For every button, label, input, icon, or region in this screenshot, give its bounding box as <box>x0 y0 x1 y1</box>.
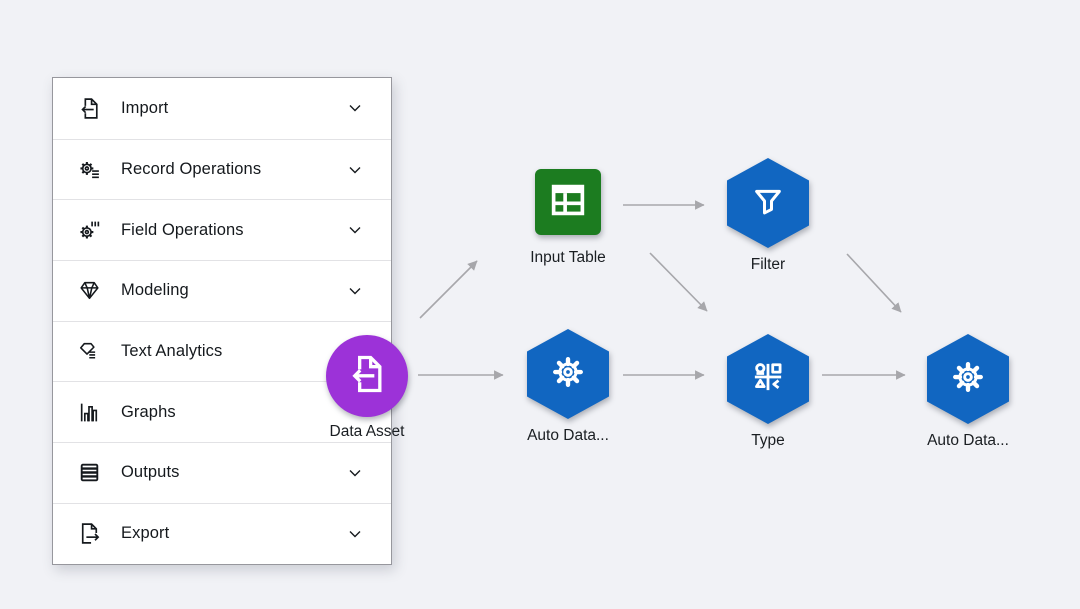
flow-node-filter[interactable]: Filter <box>698 158 838 274</box>
text-analytics-icon <box>77 339 102 364</box>
chevron-down-icon <box>347 222 363 238</box>
chevron-down-icon <box>347 465 363 481</box>
gear-icon <box>947 356 989 403</box>
type-shape <box>727 334 809 424</box>
graphs-icon <box>77 400 102 425</box>
palette-item-graphs[interactable]: Graphs <box>53 381 391 442</box>
type-measurement-icon <box>747 356 789 403</box>
palette-item-label: Field Operations <box>121 220 244 239</box>
palette-item-label: Export <box>121 524 170 543</box>
node-label: Auto Data... <box>527 427 609 444</box>
gear-icon <box>547 351 589 398</box>
filter-shape <box>727 158 809 248</box>
flow-node-auto-data-prep-1[interactable]: Auto Data... <box>498 329 638 445</box>
palette-item-modeling[interactable]: Modeling <box>53 260 391 321</box>
node-label: Data Asset <box>329 423 405 440</box>
modeling-icon <box>77 278 102 303</box>
node-label: Filter <box>750 256 786 273</box>
flow-node-type[interactable]: Type <box>698 334 838 450</box>
outputs-icon <box>77 460 102 485</box>
palette-item-label: Import <box>121 98 169 117</box>
node-label: Type <box>751 432 785 449</box>
palette-item-text-analytics[interactable]: Text Analytics <box>53 320 391 382</box>
document-import-icon <box>77 96 102 121</box>
flow-node-data-asset[interactable]: Data Asset <box>297 335 437 441</box>
data-asset-shape <box>326 335 408 417</box>
input-table-shape <box>535 169 601 235</box>
palette-item-export[interactable]: Export <box>53 502 391 564</box>
palette-item-record-operations[interactable]: Record Operations <box>53 138 391 200</box>
auto-data-shape <box>527 329 609 419</box>
palette-item-label: Graphs <box>121 402 176 421</box>
palette-item-label: Outputs <box>121 463 180 482</box>
document-import-icon <box>345 352 389 401</box>
chevron-down-icon <box>347 283 363 299</box>
auto-data-shape <box>927 334 1009 424</box>
flow-node-input-table[interactable]: Input Table <box>498 169 638 267</box>
field-operations-icon <box>77 218 102 243</box>
palette-item-label: Text Analytics <box>121 342 223 361</box>
node-palette: Import Record Operations <box>52 77 392 565</box>
palette-item-field-operations[interactable]: Field Operations <box>53 199 391 260</box>
palette-item-import[interactable]: Import <box>53 78 391 139</box>
node-label: Input Table <box>530 249 606 266</box>
flow-node-auto-data-prep-2[interactable]: Auto Data... <box>898 334 1038 450</box>
node-label: Auto Data... <box>927 432 1009 449</box>
palette-item-label: Record Operations <box>121 160 262 179</box>
export-icon <box>77 521 102 546</box>
funnel-icon <box>747 180 789 227</box>
chevron-down-icon <box>347 162 363 178</box>
palette-item-label: Modeling <box>121 281 189 300</box>
palette-item-outputs[interactable]: Outputs <box>53 442 391 503</box>
chevron-down-icon <box>347 526 363 542</box>
table-icon <box>545 177 591 228</box>
record-operations-icon <box>77 157 102 182</box>
chevron-down-icon <box>347 100 363 116</box>
